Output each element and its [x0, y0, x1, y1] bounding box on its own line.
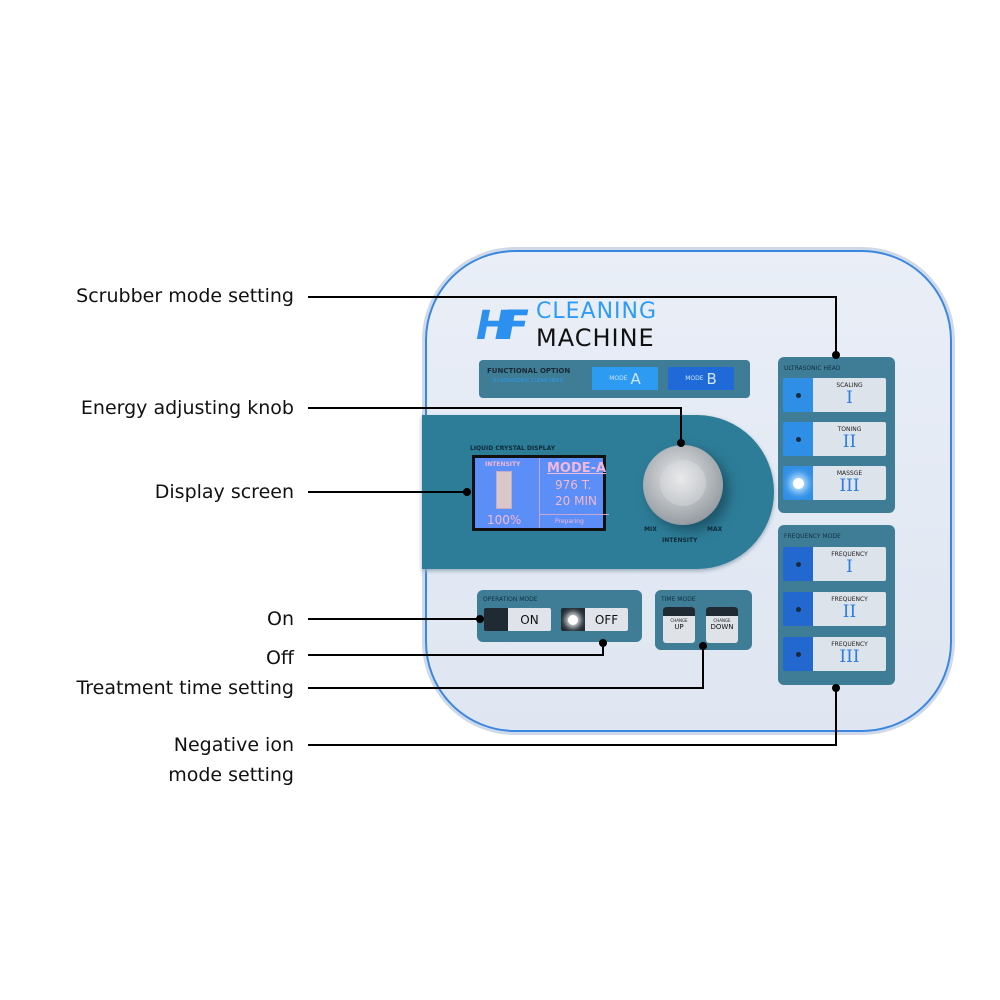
button-label: FREQUENCY: [831, 596, 868, 603]
lcd-status: Preparing: [555, 518, 584, 525]
operation-mode-panel: OPERATION MODE ON OFF: [477, 590, 642, 642]
change-up-label: UP: [674, 623, 684, 631]
button-numeral: I: [846, 557, 853, 577]
callout-ion-2: mode setting: [168, 764, 294, 786]
change-down-top: CHANGE: [713, 618, 731, 623]
button-label: MASSGE: [836, 470, 863, 477]
button-numeral: II: [842, 432, 857, 452]
on-label: ON: [508, 608, 551, 631]
indicator-light: [795, 606, 801, 612]
logo-line2: MACHINE: [536, 324, 655, 352]
indicator-light: [795, 561, 801, 567]
intensity-bar-fill: [497, 472, 511, 508]
off-button[interactable]: OFF: [561, 608, 628, 631]
lcd-count: 976 T.: [555, 478, 592, 492]
callout-ion-1: Negative ion: [173, 734, 294, 756]
knob-intensity-label: INTENSITY: [662, 537, 698, 544]
mode-a-prefix: MODE: [609, 375, 628, 382]
indicator-light: [795, 436, 801, 442]
logo-mark: HF: [476, 303, 529, 349]
operation-mode-title: OPERATION MODE: [483, 596, 538, 603]
indicator-light-on: [792, 477, 804, 489]
callout-knob: Energy adjusting knob: [80, 397, 294, 419]
intensity-bar: [496, 471, 512, 509]
lcd-intensity-label: INTENSITY: [485, 461, 521, 468]
knob-min-label: MIX: [644, 526, 657, 533]
energy-knob[interactable]: [643, 445, 723, 525]
callout-off: Off: [265, 647, 294, 669]
callout-display: Display screen: [154, 481, 294, 503]
button-numeral: III: [839, 647, 860, 667]
indicator-light: [795, 392, 801, 398]
frequency-mode-title: FREQUENCY MODE: [784, 533, 841, 540]
ultrasonic-head-title: ULTRASONIC HEAD: [784, 365, 841, 372]
callout-scrubber: Scrubber mode setting: [76, 285, 294, 307]
lcd-mode: MODE-A: [547, 461, 607, 476]
lcd-intensity-value: 100%: [487, 513, 522, 527]
functional-option-bar: FUNCTIONAL OPTION A-ULTRASONIC CLEAN HEA…: [479, 360, 750, 398]
functional-option-title: FUNCTIONAL OPTION: [487, 367, 571, 375]
button-label: SCALING: [836, 382, 863, 389]
off-label: OFF: [585, 608, 628, 631]
mode-b-letter: B: [706, 369, 717, 388]
logo-line1: CLEANING: [536, 299, 658, 324]
lcd-label: LIQUID CRYSTAL DISPLAY: [470, 445, 556, 452]
knob-max-label: MAX: [707, 526, 723, 533]
change-up-top: CHANGE: [670, 618, 688, 623]
callout-on: On: [267, 608, 294, 630]
on-button[interactable]: ON: [484, 608, 551, 631]
lcd-display-screen: INTENSITY 100% MODE-A 976 T. 20 MIN Prep…: [472, 455, 609, 531]
functional-option-subtitle: A-ULTRASONIC CLEAN HEAD: [493, 378, 564, 384]
change-down-label: DOWN: [710, 623, 734, 631]
lcd-time: 20 MIN: [555, 494, 597, 508]
button-label: FREQUENCY: [831, 551, 868, 558]
button-label: TONING: [837, 426, 862, 433]
button-label: FREQUENCY: [831, 641, 868, 648]
time-mode-title: TIME MODE: [661, 596, 696, 603]
button-numeral: I: [846, 388, 853, 408]
callout-time: Treatment time setting: [76, 677, 294, 699]
mode-a-letter: A: [630, 369, 641, 388]
button-numeral: III: [839, 476, 860, 496]
mode-b-prefix: MODE: [685, 375, 704, 382]
button-numeral: II: [842, 602, 857, 622]
indicator-light-on: [568, 614, 578, 625]
indicator-light: [795, 651, 801, 657]
